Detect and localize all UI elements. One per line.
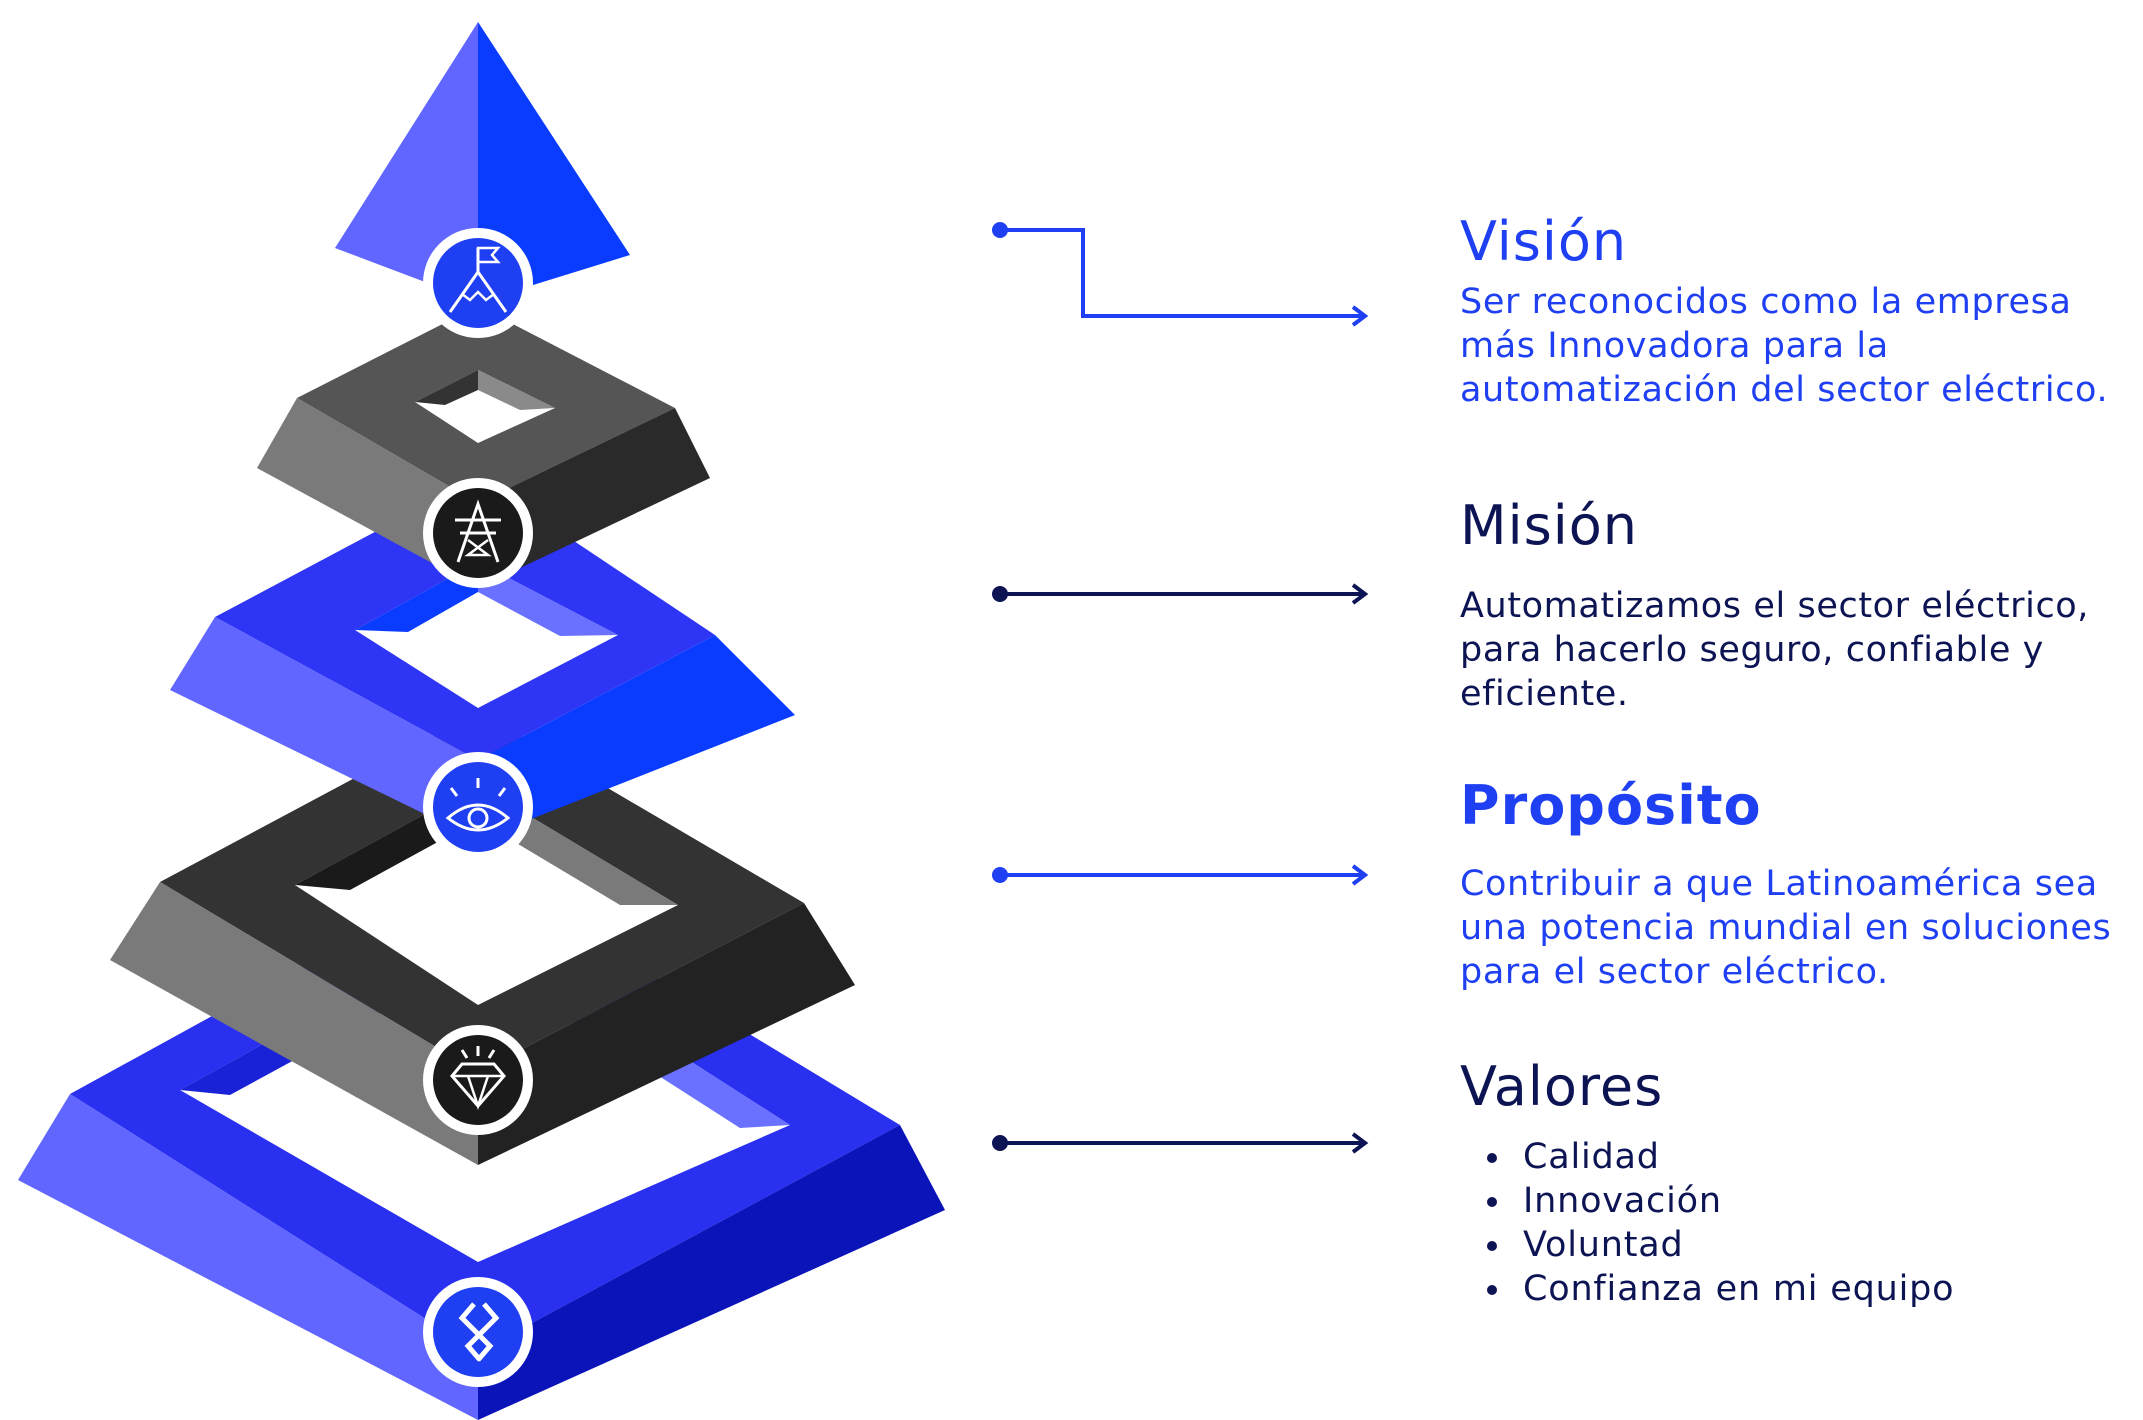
mountain-flag-icon (423, 228, 533, 338)
vision-block: Visión Ser reconocidos como la empresa m… (1460, 210, 2140, 412)
list-item: Calidad (1460, 1135, 2140, 1179)
tier-proposito (170, 477, 795, 840)
list-item: Innovación (1460, 1179, 2140, 1223)
tier-vision (335, 22, 630, 302)
proposito-description: Contribuir a que Latinoamérica sea una p… (1460, 864, 2112, 992)
mision-title: Misión (1460, 494, 1638, 557)
connector-valores (992, 1132, 1369, 1154)
list-item: Confianza en mi equipo (1460, 1267, 2140, 1311)
proposito-title: Propósito (1460, 774, 1762, 837)
connector-lines (992, 222, 1369, 1154)
mision-block: Misión Automatizamos el sector eléctrico… (1460, 494, 2140, 716)
diamond-icon (423, 1025, 533, 1135)
list-item: Voluntad (1460, 1223, 2140, 1267)
connector-mision (992, 583, 1369, 605)
vision-description: Ser reconocidos como la empresa más Inno… (1460, 282, 2109, 410)
vision-title: Visión (1460, 210, 1628, 273)
valores-block: Valores Calidad Innovación Voluntad Conf… (1460, 1055, 2140, 1311)
logo-mark-icon (423, 1277, 533, 1387)
tier-mision (257, 306, 710, 588)
proposito-block: Propósito Contribuir a que Latinoamérica… (1460, 774, 2140, 994)
power-tower-icon (423, 478, 533, 588)
mision-description: Automatizamos el sector eléctrico, para … (1460, 586, 2090, 714)
tier-valores (110, 712, 855, 1165)
pyramid-illustration (18, 22, 945, 1420)
eye-icon (423, 752, 533, 862)
connector-proposito (992, 864, 1369, 886)
valores-list: Calidad Innovación Voluntad Confianza en… (1460, 1135, 2140, 1311)
connector-vision (992, 222, 1369, 327)
valores-title: Valores (1460, 1055, 1664, 1118)
